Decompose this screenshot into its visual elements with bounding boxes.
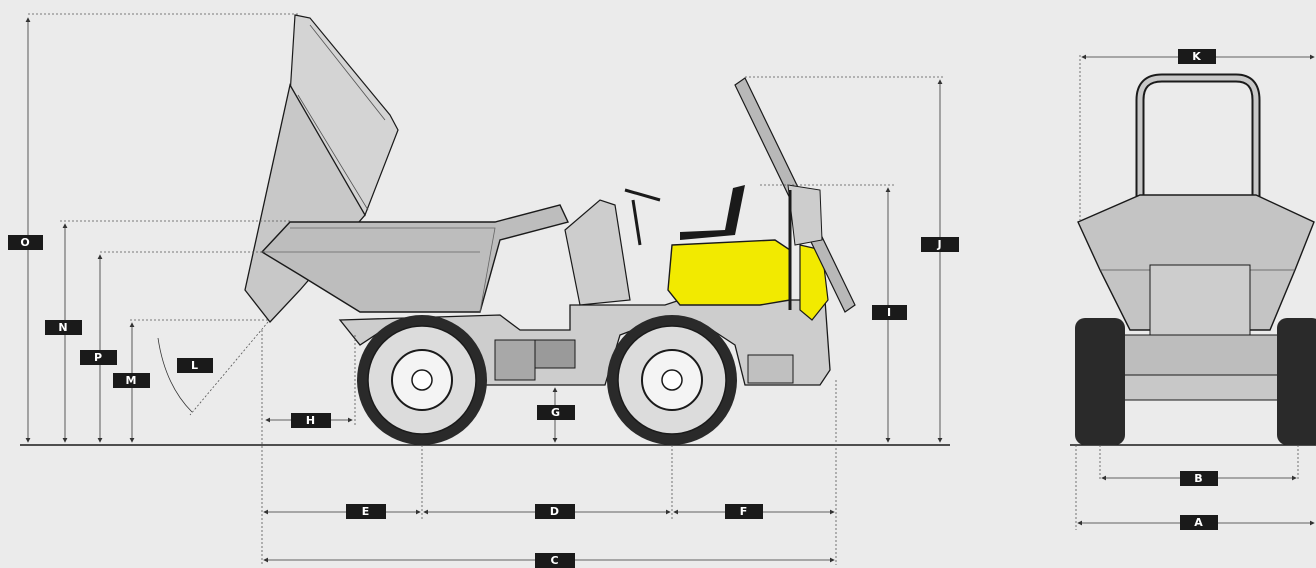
dimension-label-m: M <box>113 373 150 388</box>
dimension-label-n: N <box>45 320 82 335</box>
front-view-machine <box>1075 73 1316 445</box>
dimension-label-b: B <box>1180 471 1218 486</box>
dimension-label-i: I <box>872 305 907 320</box>
dimension-label-j: J <box>921 237 959 252</box>
dimension-label-h: H <box>291 413 331 428</box>
rear-wheel <box>607 315 737 445</box>
dimension-label-l: L <box>177 358 213 373</box>
dimension-label-d: D <box>535 504 575 519</box>
operator-station <box>624 185 745 246</box>
dimension-label-p: P <box>80 350 117 365</box>
front-wheel <box>357 315 487 445</box>
dimension-label-e: E <box>346 504 386 519</box>
engine-hood <box>667 239 791 306</box>
rops-frame <box>734 77 856 313</box>
raised-skip <box>244 14 399 323</box>
dimension-label-a: A <box>1180 515 1218 530</box>
dimension-label-c: C <box>535 553 575 568</box>
dimension-label-o: O <box>8 235 43 250</box>
lowered-skip <box>260 204 569 313</box>
dimension-label-k: K <box>1178 49 1216 64</box>
dimension-label-g: G <box>537 405 575 420</box>
dimension-label-f: F <box>725 504 763 519</box>
